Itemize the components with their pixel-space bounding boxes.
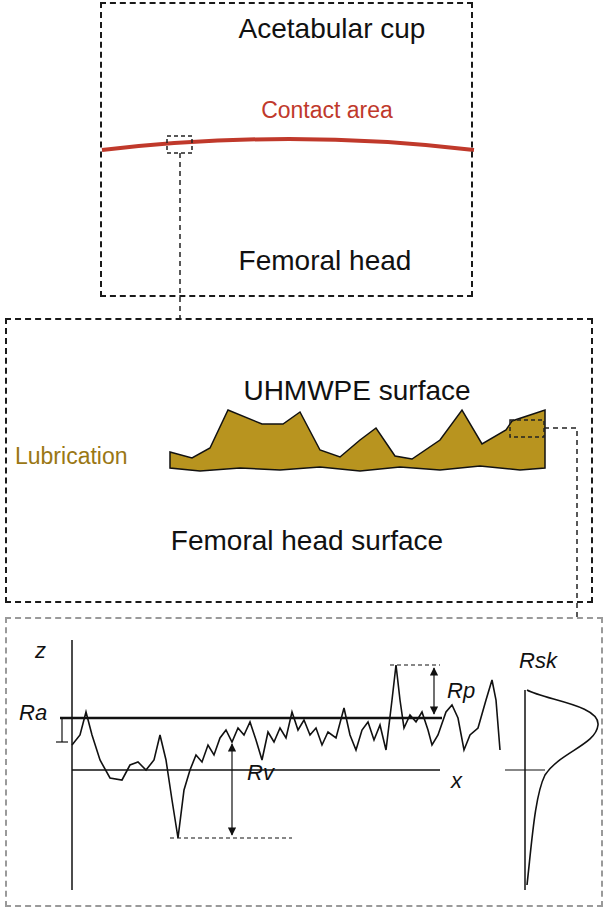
distribution-axis [505, 769, 545, 770]
profile-panel: zRa RpRv x Rsk [5, 617, 603, 907]
roughness-profile [72, 665, 500, 838]
zoom-square [510, 420, 544, 437]
rv-level [170, 837, 292, 838]
rv-arrow [231, 744, 232, 835]
ra-marker [56, 741, 68, 742]
zoom-square [167, 136, 192, 153]
rp-level [390, 664, 440, 665]
zoom-connector [179, 297, 181, 318]
region-label: Contact area [261, 98, 393, 123]
parameter-label: Rsk [519, 649, 557, 673]
part-label: Acetabular cup [239, 14, 426, 45]
axis-label: z [35, 639, 46, 663]
part-label: Femoral head [239, 246, 412, 277]
zoom-connector [576, 603, 578, 617]
surface-label: Femoral head surface [171, 526, 443, 557]
lubrication-layer [170, 410, 545, 471]
axis-label: x [451, 769, 462, 793]
zoom-lead [544, 428, 577, 602]
parameter-label: Ra [19, 701, 47, 725]
contact-curve [102, 139, 474, 150]
ra-marker [61, 718, 62, 742]
zoom-panel: Acetabular cupContact areaFemoral head [100, 2, 473, 297]
zoom-lead [179, 153, 181, 296]
mean-line [60, 717, 442, 720]
z-axis [71, 640, 73, 890]
parameter-label: Rv [247, 761, 274, 785]
surface-label: UHMWPE surface [243, 376, 470, 407]
distribution-curve [527, 690, 598, 885]
parameter-label: Rp [447, 679, 475, 703]
layer-label: Lubrication [15, 444, 128, 469]
rp-arrow [433, 668, 434, 714]
zoom-panel: UHMWPE surfaceLubricationFemoral head su… [5, 318, 593, 603]
distribution-axis [524, 690, 526, 890]
